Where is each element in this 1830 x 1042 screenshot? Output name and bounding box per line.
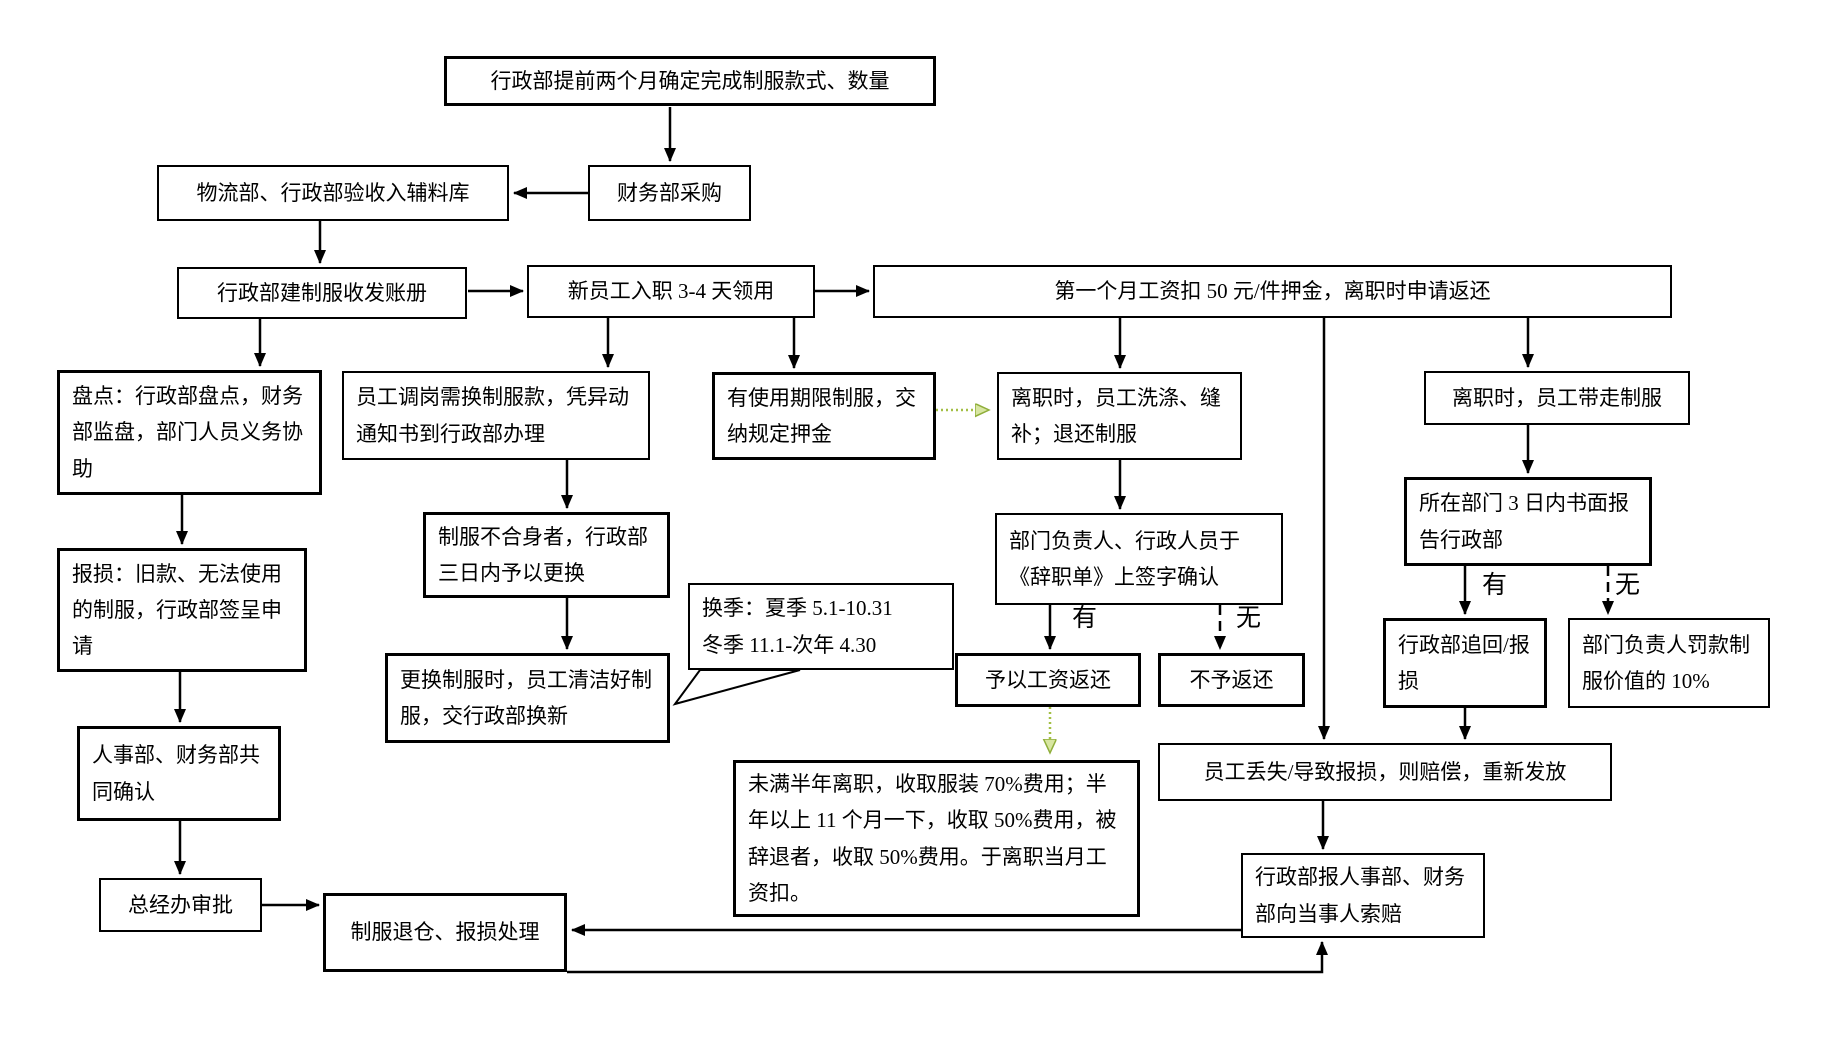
- node-employee-loss-compensate: 员工丢失/导致报损，则赔偿，重新发放: [1158, 743, 1612, 801]
- node-resign-wash-return: 离职时，员工洗涤、缝补；退还制服: [997, 372, 1242, 460]
- node-logistics-admin-inspect: 物流部、行政部验收入辅料库: [157, 165, 509, 221]
- node-early-leave-fee-rules: 未满半年离职，收取服装 70%费用；半年以上 11 个月一下，收取 50%费用，…: [733, 760, 1140, 917]
- node-admin-claim-compensation: 行政部报人事部、财务部向当事人索赔: [1241, 853, 1485, 938]
- node-no-refund: 不予返还: [1158, 653, 1305, 707]
- node-damage-report: 报损：旧款、无法使用的制服，行政部签呈申请: [57, 548, 307, 672]
- node-season-change-note: 换季：夏季 5.1-10.31 冬季 11.1-次年 4.30: [688, 583, 954, 670]
- branch-label-sign-yes: 有: [1072, 605, 1098, 632]
- node-transfer-change-uniform: 员工调岗需换制服款，凭异动通知书到行政部办理: [342, 371, 650, 460]
- node-uniform-return-damage-handling: 制服退仓、报损处理: [323, 893, 567, 972]
- node-admin-confirm-style-quantity: 行政部提前两个月确定完成制服款式、数量: [444, 56, 936, 106]
- node-admin-uniform-ledger: 行政部建制服收发账册: [177, 267, 467, 319]
- callout-tail: [672, 669, 801, 706]
- branch-label-report-yes: 有: [1482, 572, 1508, 599]
- node-finance-purchase: 财务部采购: [588, 165, 751, 221]
- node-resign-take-uniform: 离职时，员工带走制服: [1424, 371, 1690, 425]
- branch-label-report-no: 无: [1615, 572, 1641, 599]
- node-ill-fitting-replace: 制服不合身者，行政部三日内予以更换: [423, 512, 670, 598]
- node-dept-head-fine-10pct: 部门负责人罚款制服价值的 10%: [1568, 618, 1770, 708]
- branch-label-sign-no: 无: [1236, 605, 1262, 632]
- node-stocktake: 盘点：行政部盘点，财务部监盘，部门人员义务协助: [57, 370, 322, 495]
- node-hr-finance-confirm: 人事部、财务部共同确认: [77, 726, 281, 821]
- node-first-month-deposit: 第一个月工资扣 50 元/件押金，离职时申请返还: [873, 265, 1672, 318]
- node-admin-recover-damage: 行政部追回/报损: [1383, 618, 1547, 708]
- arrow: [567, 941, 1328, 974]
- node-gm-office-approval: 总经办审批: [99, 878, 262, 932]
- node-limited-term-deposit: 有使用期限制服，交纳规定押金: [712, 372, 936, 460]
- node-replace-clean-uniform: 更换制服时，员工清洁好制服，交行政部换新: [385, 653, 670, 743]
- node-refund-with-salary: 予以工资返还: [955, 653, 1141, 707]
- node-dept-report-3days: 所在部门 3 日内书面报告行政部: [1404, 477, 1652, 566]
- node-resignation-form-sign: 部门负责人、行政人员于 《辞职单》上签字确认: [995, 513, 1283, 605]
- node-new-employee-receive: 新员工入职 3-4 天领用: [527, 265, 815, 318]
